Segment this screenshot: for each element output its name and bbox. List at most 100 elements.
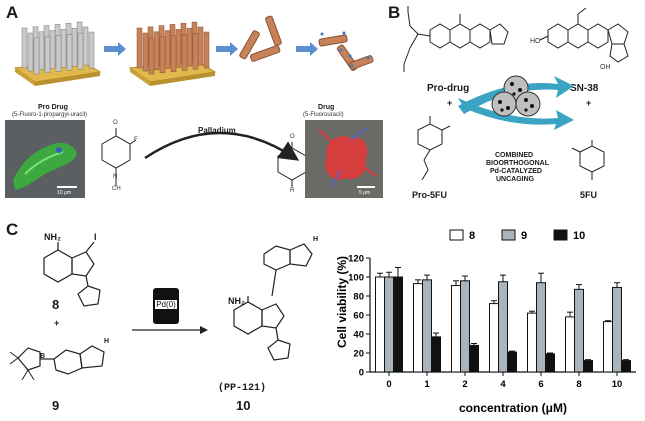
nanopillar-coated <box>192 32 199 70</box>
compound10-nh2: NH₂ <box>228 296 245 306</box>
substrate-pillars-gray <box>13 21 102 86</box>
pd-resin-beads <box>491 75 541 117</box>
scale-bar-left <box>57 186 77 188</box>
y-tick-label: 60 <box>353 311 364 322</box>
compound10-structure <box>233 243 313 361</box>
released-nanorods <box>239 15 282 62</box>
sn38-label: SN-38 <box>570 83 599 94</box>
combined-line-4: UNCAGING <box>496 176 535 183</box>
y-tick-label: 40 <box>353 330 364 341</box>
compound10-label: 10 <box>236 398 251 413</box>
swoosh-arrow-lower <box>458 98 574 130</box>
nanopillar-coated <box>153 31 160 71</box>
bar-series-9 <box>498 281 508 373</box>
drug-title: Drug <box>318 104 335 111</box>
y-axis-label: Cell viability (%) <box>335 256 349 348</box>
y-tick-label: 20 <box>353 349 364 360</box>
pro5fu-label: Pro-5FU <box>412 190 448 200</box>
pro5fu-structure <box>417 116 451 181</box>
prodrug-atom-n: N <box>113 174 118 180</box>
compound9-boron: B <box>40 353 46 360</box>
nanopillar-coated <box>197 26 204 66</box>
nanopillar-gray <box>71 27 78 67</box>
prodrug-structure <box>101 128 136 186</box>
bar-series-10 <box>507 351 517 373</box>
prodrug-atom-f: F <box>134 137 138 143</box>
legend-label-9: 9 <box>521 230 527 242</box>
pd0-catalyst-badge: Pd(0) <box>153 288 179 324</box>
drug-cell-micrograph: 5 μm <box>305 120 383 198</box>
prodrug-camptothecin-structure <box>403 6 509 72</box>
compound9-structure <box>9 345 105 381</box>
nanopillar-coated <box>186 27 193 67</box>
x-tick-label: 6 <box>538 379 543 390</box>
nanopillar-gray <box>60 29 67 68</box>
combined-line-2: BIOORTHOGONAL <box>486 160 549 167</box>
sn38-atom-oh: OH <box>600 64 611 71</box>
x-tick-label: 4 <box>500 379 506 390</box>
nanopillar-coated <box>164 30 171 69</box>
y-tick-label: 0 <box>359 368 364 379</box>
bar-series-9 <box>574 288 584 373</box>
bar-series-9 <box>612 286 622 373</box>
plus-right: + <box>586 98 592 108</box>
bar-series-10 <box>469 344 479 373</box>
bar-series-9 <box>460 280 470 373</box>
pd-catalyst-swoosh <box>458 75 574 130</box>
nanopillar-gray <box>49 30 56 69</box>
nanopillar-gray <box>33 37 40 75</box>
substrate-pillars-coated <box>128 21 217 86</box>
combined-line-3: Pd-CATALYZED <box>490 168 542 175</box>
nanopillar-gray <box>77 32 84 70</box>
x-tick-label: 0 <box>386 379 391 390</box>
pp121-label: (PP-121) <box>218 383 267 394</box>
nanopillar-coated <box>181 34 188 71</box>
nanopillar-gray <box>88 31 95 69</box>
swoosh-arrow-upper <box>458 76 574 114</box>
nanopillar-gray <box>38 31 45 71</box>
bar-series-9 <box>384 276 394 373</box>
drug-atom-o: O <box>290 134 295 140</box>
drug-subtitle: (5-Fluorouracil) <box>303 112 344 118</box>
legend-swatch-8 <box>449 229 464 241</box>
nanopillar-coated <box>136 27 143 69</box>
nanopillar-scheme <box>13 15 374 86</box>
nanopillar-gray <box>82 26 89 66</box>
nanopillar-coated <box>170 35 177 72</box>
bar-series-10 <box>583 360 593 373</box>
red-cell-image <box>318 127 378 187</box>
compound8-structure <box>43 242 101 307</box>
panel-label-a: A <box>6 3 19 22</box>
nanopillar-gray <box>21 27 28 69</box>
plus-c: + <box>54 318 60 328</box>
nanopillar-gray <box>66 34 73 71</box>
prodrug-subtitle: (5-Fluoro-1-propargyl-uracil) <box>12 112 88 118</box>
y-tick-label: 120 <box>348 254 364 265</box>
compound10-nh: H <box>313 236 319 243</box>
plus-left: + <box>447 98 453 108</box>
process-arrow-1 <box>104 42 126 56</box>
x-tick-label: 1 <box>424 379 430 390</box>
nanopillar-gray <box>27 32 34 72</box>
bar-series-9 <box>536 282 546 373</box>
bar-series-10 <box>393 276 403 373</box>
legend-swatch-10 <box>553 229 568 241</box>
combined-line-1: COMBINED <box>495 152 534 159</box>
bar-series-8 <box>375 276 385 373</box>
prodrug-cell-micrograph: 10 μm <box>5 120 85 198</box>
sn38-structure <box>539 7 629 63</box>
nanopillar-coated <box>203 31 210 69</box>
palladium-arrow <box>144 131 300 161</box>
drug-atom-h: H <box>290 188 295 194</box>
panel-label-c: C <box>6 220 19 239</box>
nanopillar-coated <box>142 32 149 72</box>
nanopillar-coated <box>159 36 166 74</box>
green-cell-image <box>13 142 77 190</box>
reaction-arrow <box>132 326 208 334</box>
prodrug-atom-ch: CH <box>112 186 121 192</box>
prodrug-label: Pro-drug <box>427 83 470 94</box>
y-tick-label: 100 <box>348 273 364 284</box>
pd0-label: Pd(0) <box>155 300 177 309</box>
bar-series-8 <box>527 312 537 373</box>
